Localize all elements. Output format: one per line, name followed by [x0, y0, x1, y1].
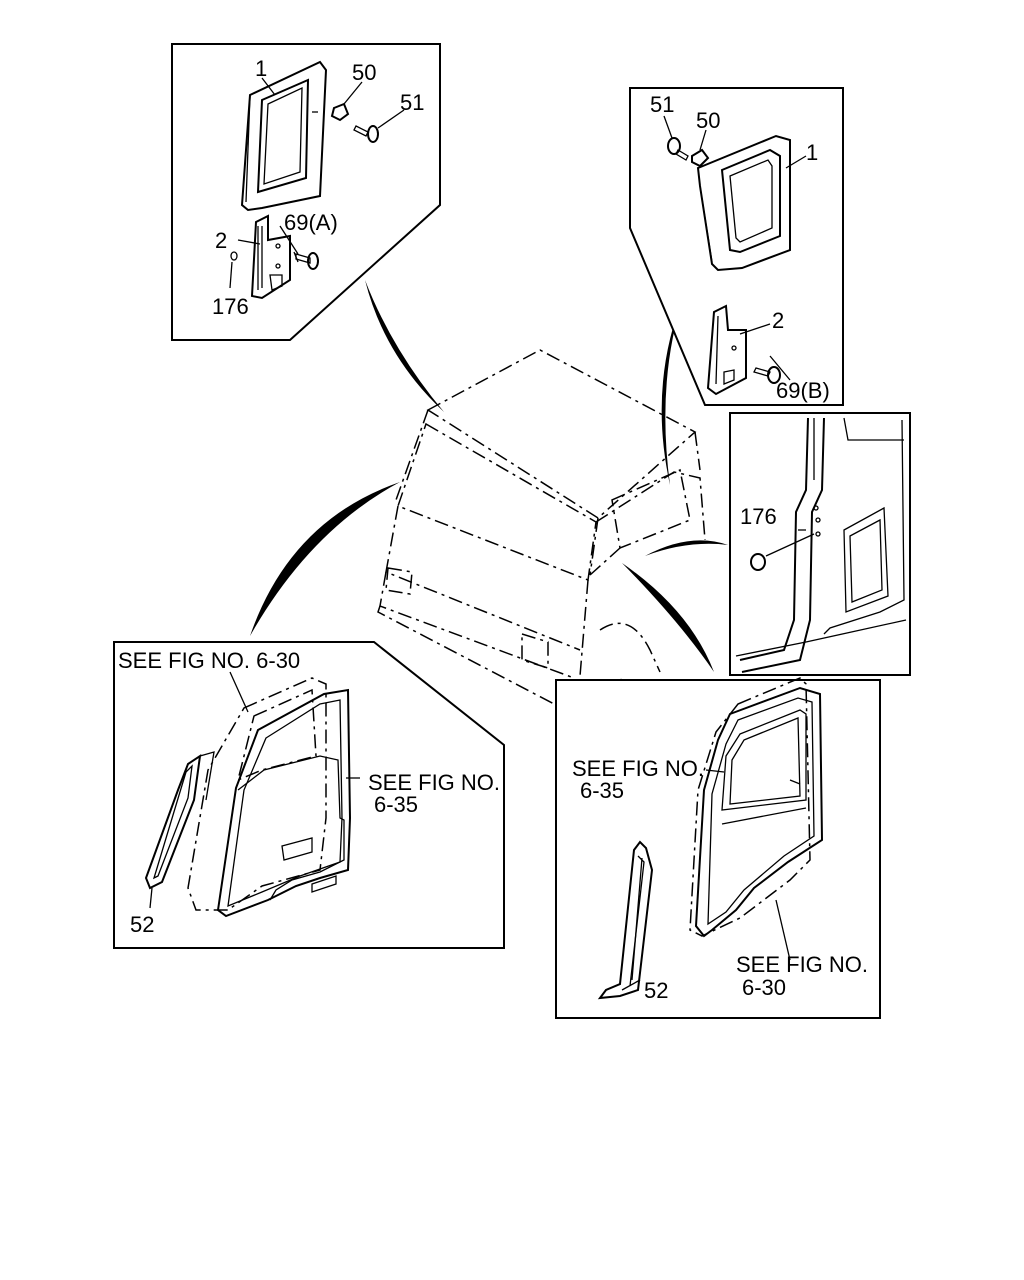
tl-label-50: 50 [352, 60, 376, 85]
arc-mid-right [645, 540, 728, 556]
br-label-52: 52 [644, 978, 668, 1003]
tr-label-69b: 69(B) [776, 378, 830, 403]
arc-bottom-right [622, 563, 714, 672]
bl-label-see-fig-635-line2: 6-35 [374, 792, 418, 817]
bl-label-see-fig-630: SEE FIG NO. 6-30 [118, 648, 300, 673]
br-label-see-fig-635-line2: 6-35 [580, 778, 624, 803]
tl-label-1: 1 [255, 56, 267, 81]
arc-bottom-left [250, 482, 400, 636]
br-label-see-fig-630-line2: 6-30 [742, 975, 786, 1000]
arc-top-right [661, 295, 684, 485]
tr-label-1: 1 [806, 140, 818, 165]
mr-label-176: 176 [740, 504, 777, 529]
inset-frame-tl [171, 43, 441, 341]
inset-middle-right: 176 [729, 412, 911, 676]
tl-label-69a: 69(A) [284, 210, 338, 235]
tr-label-50: 50 [696, 108, 720, 133]
tl-label-2: 2 [215, 228, 227, 253]
inset-bottom-left: SEE FIG NO. 6-30 SEE FIG NO. 6-35 52 [113, 641, 505, 949]
inset-frame-bl [113, 641, 505, 949]
tr-label-2: 2 [772, 308, 784, 333]
inset-frame-tr [629, 87, 844, 406]
inset-frame-br [555, 679, 881, 1019]
inset-bottom-right: SEE FIG NO. 6-35 52 SEE FIG NO. 6-30 [555, 677, 881, 1019]
inset-top-right: 51 50 1 2 69(B) [629, 87, 844, 406]
tl-label-176: 176 [212, 294, 249, 319]
bl-label-see-fig-635-line1: SEE FIG NO. [368, 770, 500, 795]
bl-label-52: 52 [130, 912, 154, 937]
br-label-see-fig-635-line1: SEE FIG NO. [572, 756, 704, 781]
br-label-see-fig-630-line1: SEE FIG NO. [736, 952, 868, 977]
tr-label-51: 51 [650, 92, 674, 117]
tl-label-51: 51 [400, 90, 424, 115]
arc-top-left [365, 280, 444, 412]
inset-top-left: 1 50 51 69(A) 2 176 [171, 43, 441, 341]
inset-frame-mr [729, 412, 911, 676]
truck-cab [377, 349, 706, 707]
callout-arcs [250, 280, 728, 672]
